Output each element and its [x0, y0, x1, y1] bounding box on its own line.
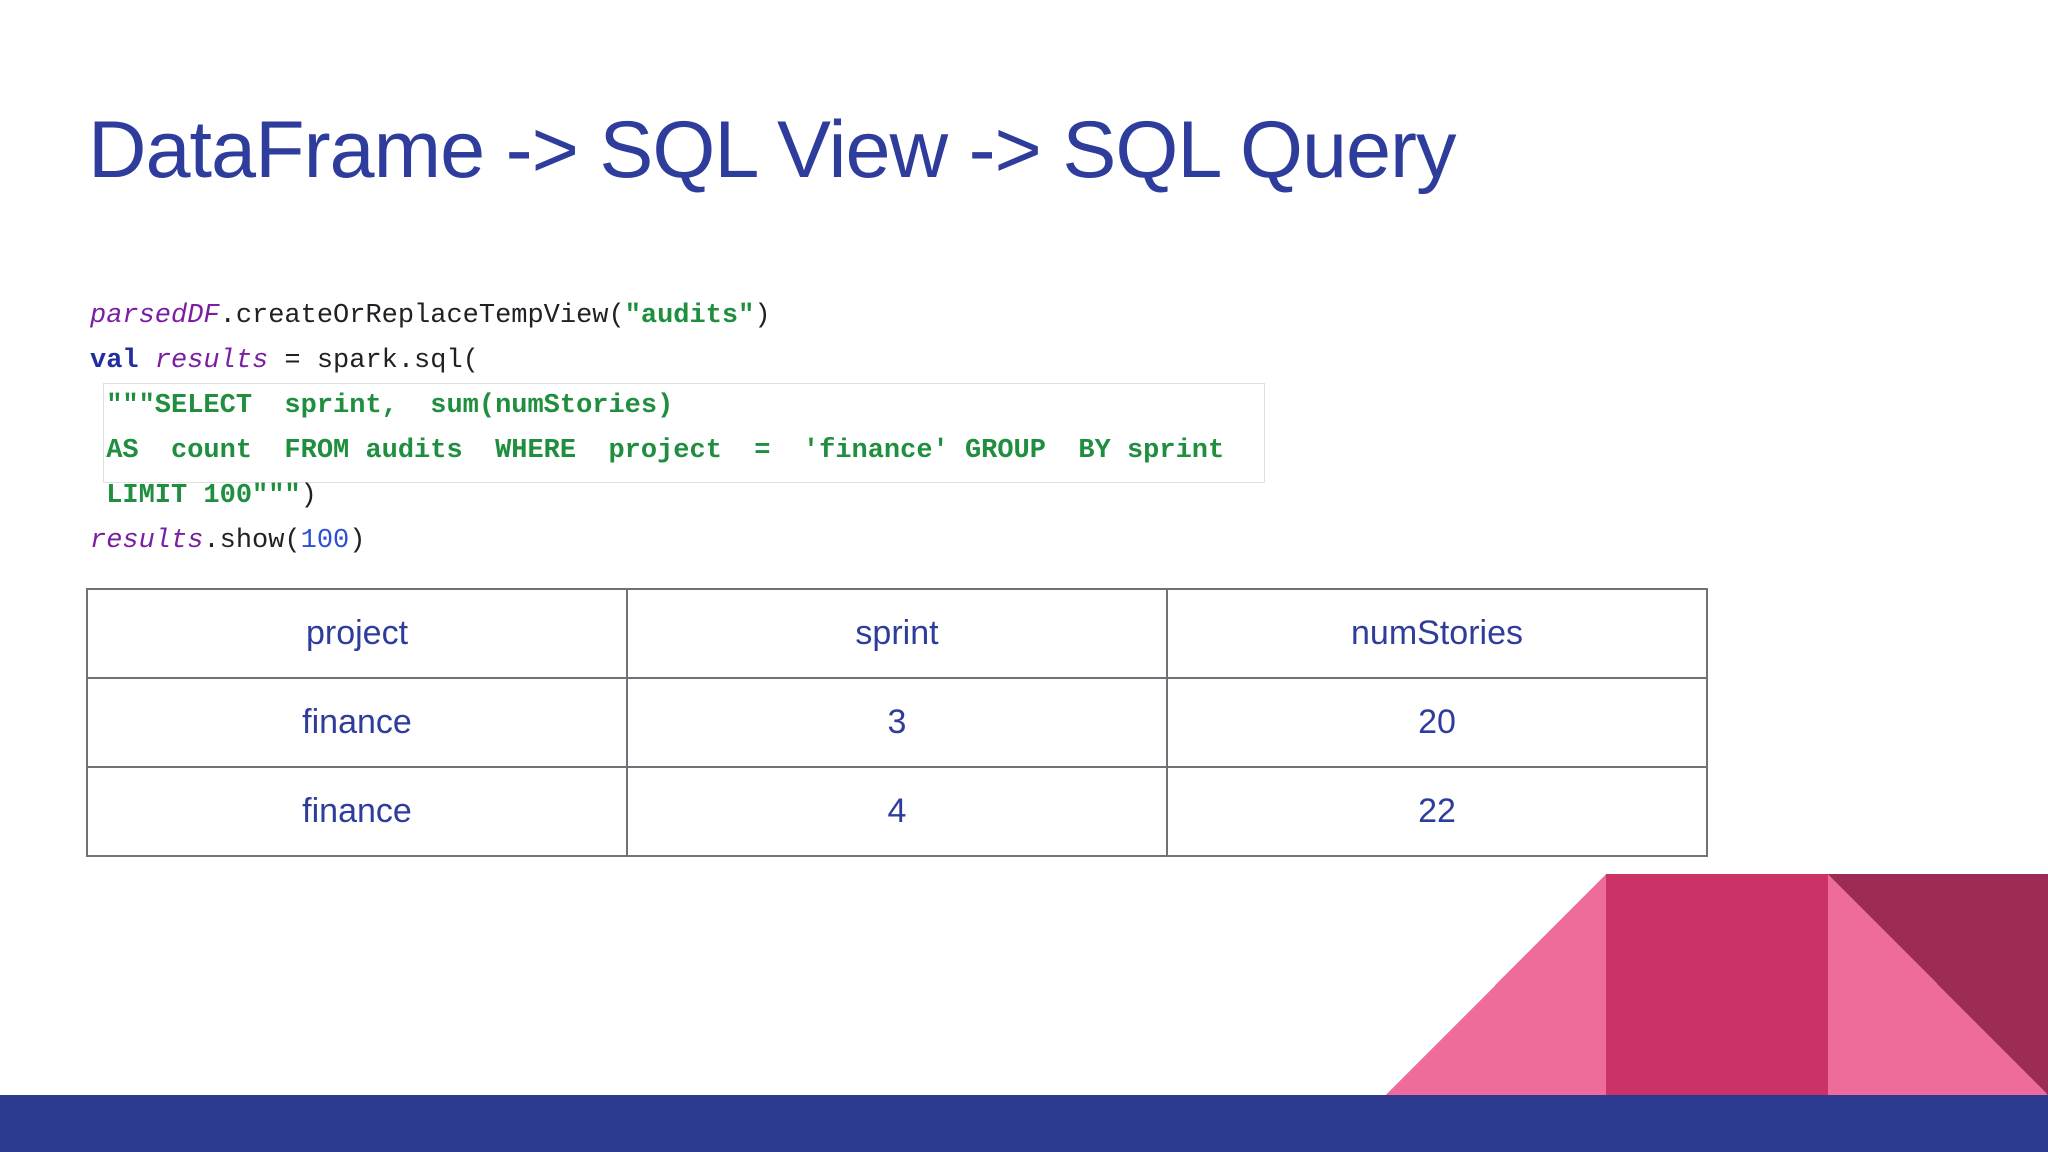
code-line: val results = spark.sql(	[90, 339, 1224, 384]
code-token: parsedDF	[90, 301, 220, 331]
code-token: )	[300, 481, 317, 511]
table-cell: 4	[626, 766, 1168, 857]
table-cell: 20	[1166, 677, 1708, 768]
slide-title: DataFrame -> SQL View -> SQL Query	[88, 105, 1457, 195]
code-token: AS count FROM audits WHERE project = 'fi…	[90, 436, 1225, 466]
code-token: results	[154, 346, 269, 376]
table-cell: 22	[1166, 766, 1708, 857]
bottom-accent-bar	[0, 1095, 2048, 1152]
table-header-cell: sprint	[626, 588, 1168, 679]
table-cell: finance	[86, 677, 628, 768]
table-header-cell: numStories	[1166, 588, 1708, 679]
code-line: parsedDF.createOrReplaceTempView("audits…	[90, 294, 1224, 339]
code-line: LIMIT 100""")	[90, 474, 1224, 519]
code-line: """SELECT sprint, sum(numStories)	[90, 384, 1224, 429]
code-token: LIMIT 100"""	[90, 481, 301, 511]
code-token: "audits"	[624, 301, 755, 331]
code-token: )	[754, 301, 771, 331]
decorative-triangles	[1386, 874, 2048, 1095]
code-line: results.show(100)	[90, 519, 1224, 564]
table-header-cell: project	[86, 588, 628, 679]
code-token: 100	[300, 526, 350, 556]
maroon-corner-triangle	[1828, 874, 2048, 1095]
code-token: """SELECT sprint, sum(numStories)	[90, 391, 674, 421]
code-token: .show(	[203, 526, 301, 556]
table-cell: 3	[626, 677, 1168, 768]
code-token: .createOrReplaceTempView(	[219, 301, 625, 331]
code-token: val	[90, 346, 155, 376]
code-token: = spark.sql(	[268, 346, 479, 376]
dark-pink-rectangle	[1606, 874, 1828, 1095]
code-token: results	[90, 526, 204, 556]
code-token: )	[349, 526, 366, 556]
table-cell: finance	[86, 766, 628, 857]
pink-triangle-left	[1386, 874, 1606, 1095]
code-block: parsedDF.createOrReplaceTempView("audits…	[90, 294, 1224, 564]
code-line: AS count FROM audits WHERE project = 'fi…	[90, 429, 1224, 474]
